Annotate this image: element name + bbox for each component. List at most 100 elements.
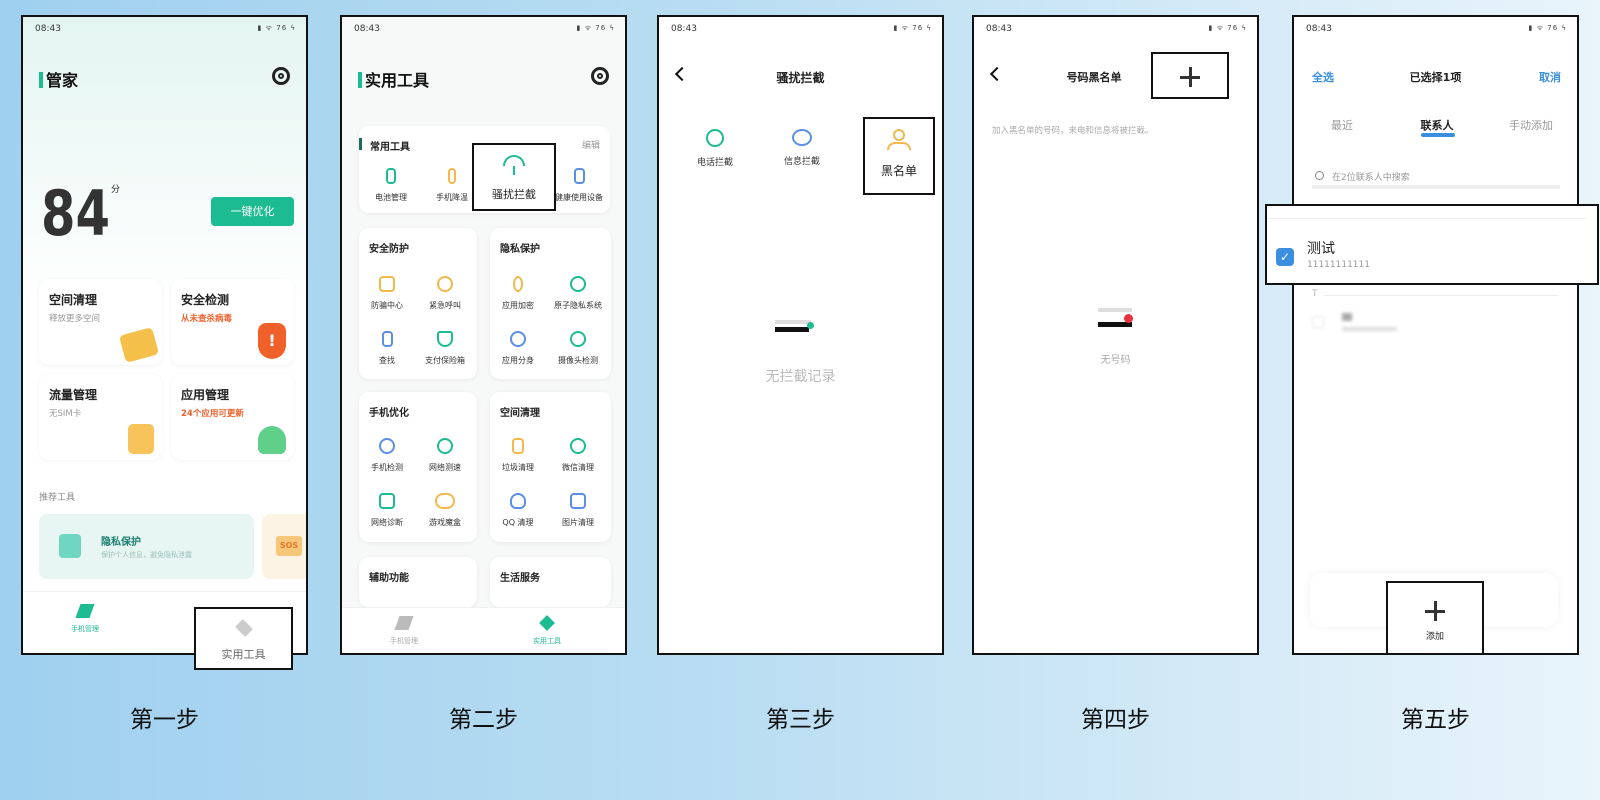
section-security: 安全防护 防骗中心 紧急呼叫 查找 支付保险箱 [359, 228, 477, 379]
tool-game-box[interactable]: 游戏魔盒 [413, 493, 477, 528]
compass-icon [437, 438, 453, 454]
status-bar: 08:43▮ ᯤ 76 ϟ [35, 24, 296, 34]
index-letter: T [1312, 289, 1318, 299]
sos-icon [437, 276, 453, 292]
bottom-nav: 手机管理 实用工具 [342, 607, 625, 653]
promo-privacy-card[interactable]: 隐私保护 保护个人信息，避免隐私泄露 [39, 514, 254, 579]
tool-cooling[interactable]: 手机降温 [420, 168, 484, 203]
divider [1324, 295, 1559, 296]
promo-sos-card[interactable]: SOS [262, 514, 306, 579]
optimize-button[interactable]: 一键优化 [211, 197, 294, 226]
sim-card-icon [128, 424, 154, 454]
tool-photo-clean[interactable]: 图片清理 [546, 493, 610, 528]
selection-title: 已选择1项 [1409, 71, 1462, 84]
lightning-icon [75, 604, 95, 618]
tab-recent[interactable]: 最近 [1331, 119, 1353, 132]
cancel-button[interactable]: 取消 [1539, 71, 1561, 84]
hourglass-icon [573, 168, 585, 184]
section-accent [359, 138, 362, 150]
settings-gear-icon[interactable] [272, 67, 290, 85]
empty-illustration-bar [775, 327, 809, 332]
layers-icon [539, 615, 555, 631]
nav-phone-manage[interactable]: 手机管理 [364, 616, 444, 646]
image-icon [570, 493, 586, 509]
settings-gear-icon[interactable] [591, 67, 609, 85]
shield-yen-icon [437, 331, 453, 347]
tool-app-lock[interactable]: 应用加密 [486, 276, 550, 311]
tool-phone-check[interactable]: 手机检测 [355, 438, 419, 473]
step-label: 第三步 [766, 707, 835, 733]
tool-qq-clean[interactable]: QQ 清理 [486, 493, 550, 528]
contact-number: 11111111111 [1307, 260, 1370, 270]
select-all-button[interactable]: 全选 [1312, 71, 1334, 84]
card-security-check[interactable]: 安全检测从未查杀病毒! [171, 279, 294, 365]
tool-find[interactable]: 查找 [355, 331, 419, 366]
tab-contacts[interactable]: 联系人 [1420, 119, 1454, 132]
layers-icon [234, 618, 253, 638]
user-block-icon [893, 129, 905, 141]
add-button-highlighted[interactable]: 添加 [1386, 581, 1484, 655]
phone-step-1: 08:43▮ ᯤ 76 ϟ 管家 84 分 一键优化 空间清理释放更多空间 安全… [21, 15, 308, 655]
umbrella-handle [512, 166, 516, 175]
nav-tools[interactable]: 实用工具 [507, 615, 587, 646]
add-number-button-highlighted[interactable] [1151, 52, 1229, 99]
tool-app-clone[interactable]: 应用分身 [486, 331, 550, 366]
step-label: 第二步 [449, 707, 518, 733]
blacklist-hint: 加入黑名单的号码，来电和信息将被拦截。 [992, 126, 1154, 136]
contact-row-highlighted[interactable]: ✓ 测试 11111111111 [1265, 204, 1599, 285]
phone-icon [381, 331, 393, 347]
key-icon [513, 276, 523, 292]
page-title: 号码黑名单 [1066, 71, 1122, 84]
empty-illustration [775, 320, 811, 324]
active-tab-indicator [1421, 133, 1455, 137]
tool-sms-block[interactable]: 信息拦截 [770, 129, 834, 167]
card-data-usage[interactable]: 流量管理无SIM卡 [39, 374, 162, 460]
lightning-icon [394, 616, 414, 630]
contact-checkbox[interactable] [1312, 316, 1324, 328]
lock-icon [570, 276, 586, 292]
tool-wechat-clean[interactable]: 微信清理 [546, 438, 610, 473]
empty-illustration-bar [1098, 322, 1132, 327]
link-icon [510, 331, 526, 347]
back-arrow-icon[interactable] [989, 66, 1005, 82]
tool-battery[interactable]: 电池管理 [359, 168, 423, 203]
tool-emergency[interactable]: 紧急呼叫 [413, 276, 477, 311]
tool-health[interactable]: 健康使用设备 [547, 168, 611, 203]
page-title: 实用工具 [358, 67, 429, 91]
tool-anti-fraud[interactable]: 防骗中心 [355, 276, 419, 311]
recommend-label: 推荐工具 [39, 493, 76, 503]
step-label: 第五步 [1401, 707, 1470, 733]
nav-tools-highlighted[interactable]: 实用工具 [194, 607, 293, 670]
tool-call-block[interactable]: 电话拦截 [683, 129, 747, 168]
tab-manual-add[interactable]: 手动添加 [1509, 119, 1553, 132]
tool-camera-detect[interactable]: 摄像头检测 [546, 331, 610, 366]
tool-speed-test[interactable]: 网络测速 [413, 438, 477, 473]
tool-net-diagnose[interactable]: 网络诊断 [355, 493, 419, 528]
section-optimize: 手机优化 手机检测 网络测速 网络诊断 游戏魔盒 [359, 392, 477, 542]
tool-junk-clean[interactable]: 垃圾清理 [486, 438, 550, 473]
tool-pay-safe[interactable]: 支付保险箱 [413, 331, 477, 366]
battery-icon [386, 168, 396, 184]
camera-icon [570, 331, 586, 347]
phone-step-5: 08:43▮ ᯤ 76 ϟ 全选 已选择1项 取消 最近 联系人 手动添加 在2… [1292, 15, 1579, 655]
checkbox-checked-icon[interactable]: ✓ [1276, 248, 1294, 266]
nav-phone-manage[interactable]: 手机管理 [45, 604, 125, 634]
tool-blacklist-highlighted[interactable]: 黑名单 [863, 117, 935, 195]
status-bar: 08:43▮ ᯤ 76 ϟ [354, 24, 615, 34]
search-pulse-icon [379, 438, 395, 454]
wechat-icon [570, 438, 586, 454]
tool-harass-block-highlighted[interactable]: 骚扰拦截 [472, 143, 556, 211]
step-label: 第一步 [130, 707, 199, 733]
blurred-contact-name [1342, 313, 1352, 321]
phone-step-3: 08:43▮ ᯤ 76 ϟ 骚扰拦截 电话拦截 信息拦截 无拦截记录 [657, 15, 944, 655]
card-space-clean[interactable]: 空间清理释放更多空间 [39, 279, 162, 365]
clean-bucket-icon [118, 327, 160, 363]
contact-search-input[interactable]: 在2位联系人中搜索 [1312, 165, 1560, 189]
empty-state-text: 无号码 [1100, 355, 1131, 366]
phone-call-icon [706, 129, 724, 147]
tool-atom-privacy[interactable]: 原子隐私系统 [546, 276, 610, 311]
edit-button[interactable]: 编辑 [581, 141, 600, 151]
phone-step-4: 08:43▮ ᯤ 76 ϟ 号码黑名单 加入黑名单的号码，来电和信息将被拦截。 … [972, 15, 1259, 655]
page-title: 骚扰拦截 [776, 71, 825, 85]
